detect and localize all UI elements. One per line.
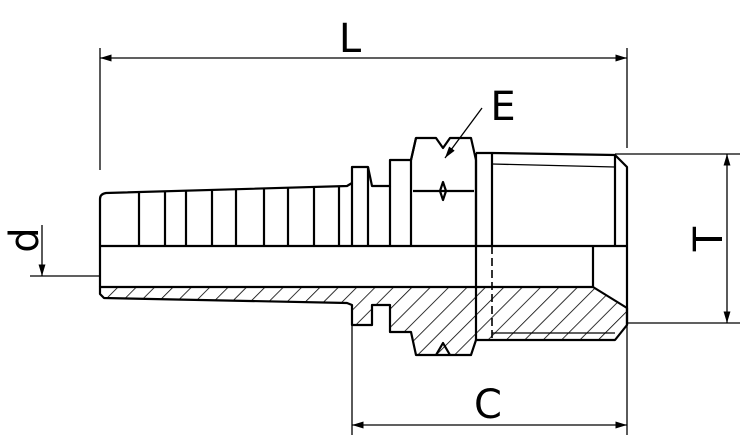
dimension-L: L [99, 16, 628, 170]
label-L: L [339, 16, 362, 62]
label-T: T [686, 226, 732, 252]
label-d: d [2, 227, 48, 252]
dimension-d: d [2, 225, 100, 277]
dimension-C: C [351, 315, 628, 435]
label-E: E [490, 84, 515, 130]
label-C: C [474, 382, 502, 428]
dimension-T: T [615, 153, 740, 324]
hex-notch-bottom [435, 341, 451, 356]
section-hatch [98, 285, 629, 357]
dimension-E: E [444, 84, 516, 159]
fitting-outline [98, 136, 629, 340]
